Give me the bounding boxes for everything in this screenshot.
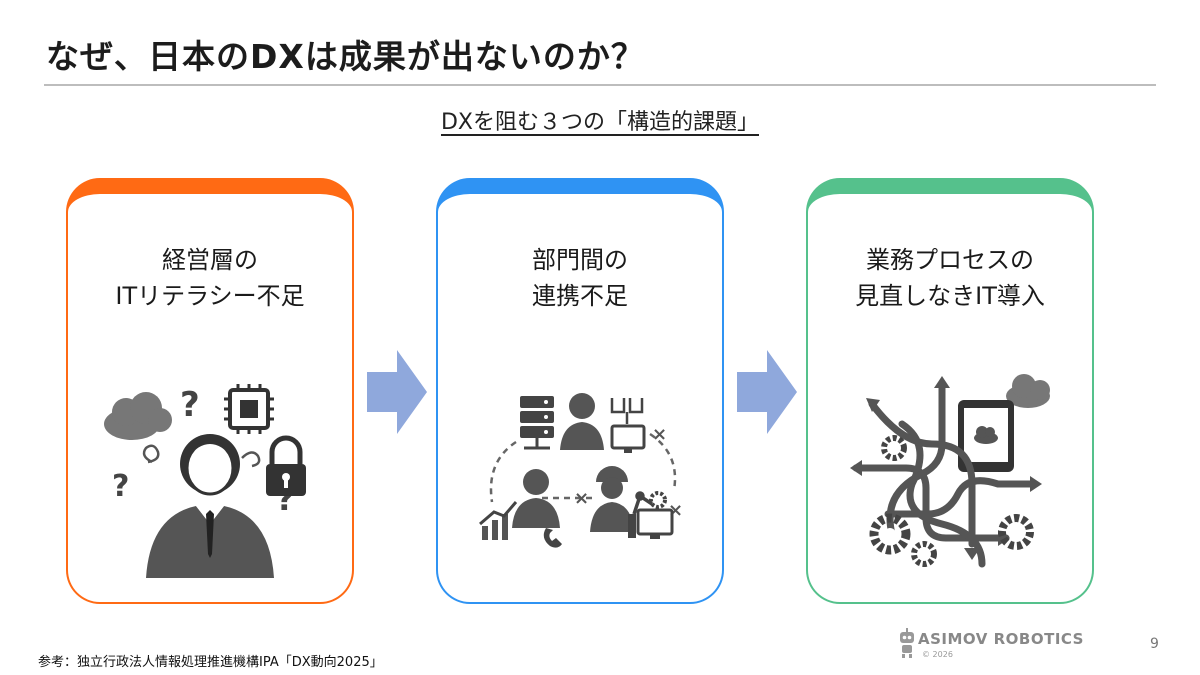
title-divider: [44, 84, 1156, 86]
growth-chart-icon: [479, 501, 518, 540]
flow-arrow-icon: [737, 350, 797, 434]
person-icon: [512, 469, 560, 528]
disconnect-x-icon: ×: [574, 488, 589, 509]
tangled-arrows: [852, 380, 1038, 568]
card-executive-it-literacy: 経営層の ITリテラシー不足 ? ? ?: [66, 178, 354, 604]
factory-worker-icon: [590, 466, 634, 532]
businessman-icon: [146, 434, 274, 578]
card-title-line1: 経営層の: [162, 246, 258, 274]
phone-icon: [543, 528, 562, 548]
card-it-without-process-review: 業務プロセスの 見直しなきIT導入: [806, 178, 1094, 604]
card-title-line1: 部門間の: [532, 246, 628, 274]
card-title-line1: 業務プロセスの: [866, 246, 1034, 274]
card-title: 部門間の 連携不足: [438, 242, 722, 314]
siloed-departments-illustration: × × ×: [479, 393, 683, 548]
tablet-icon: [958, 400, 1014, 472]
cloud-icon: [1006, 374, 1050, 408]
card-title-line2: 連携不足: [532, 282, 628, 310]
card-title: 経営層の ITリテラシー不足: [68, 242, 352, 314]
question-mark-icon: ?: [180, 385, 200, 425]
chip-icon: [224, 384, 274, 434]
question-mark-icon: ?: [112, 469, 129, 504]
card-title-line2: ITリテラシー不足: [115, 282, 305, 310]
slide-subtitle: DXを阻む３つの「構造的課題」: [0, 104, 1200, 136]
card-title-line2: 見直しなきIT導入: [855, 282, 1045, 310]
source-citation: 参考：独立行政法人情報処理推進機構IPA「DX動向2025」: [38, 655, 383, 670]
subtitle-text: DXを阻む３つの「構造的課題」: [440, 110, 759, 135]
card-interdepartmental-collaboration: 部門間の 連携不足: [436, 178, 724, 604]
gear-icon: [869, 513, 911, 555]
disconnect-x-icon: ×: [652, 424, 667, 445]
flow-arrow-icon: [367, 350, 427, 434]
logo-text: ASIMOV ROBOTICS: [918, 630, 1084, 648]
server-icon: [520, 396, 554, 450]
dashed-connector: [489, 440, 517, 503]
confusion-swirl-icon: [241, 451, 261, 468]
card-title: 業務プロセスの 見直しなきIT導入: [808, 242, 1092, 314]
confusion-swirl-icon: [142, 444, 160, 464]
tangled-process-illustration: [850, 374, 1050, 568]
dashed-connector: [649, 432, 677, 491]
robot-arm-icon: [632, 491, 653, 515]
logo-year: © 2026: [922, 650, 953, 659]
page-number: 9: [1150, 636, 1159, 652]
arrow-head-icon: [850, 376, 1042, 560]
monitor-icon: [610, 424, 646, 453]
gear-icon: [911, 541, 937, 567]
slide-title: なぜ、日本のDXは成果が出ないのか？: [46, 37, 645, 76]
cloud-icon: [104, 392, 172, 440]
person-icon: [560, 393, 604, 450]
confused-executive-illustration: ? ? ?: [104, 384, 306, 578]
desktop-computer-icon: [628, 508, 674, 539]
gear-icon: [998, 514, 1034, 550]
robot-logo-icon: [900, 628, 914, 658]
gear-icon: [649, 491, 667, 509]
network-cable-icon: [610, 398, 644, 424]
lock-icon: [266, 435, 306, 496]
gear-icon: [881, 435, 907, 461]
company-logo: ASIMOV ROBOTICS © 2026: [896, 626, 1086, 664]
